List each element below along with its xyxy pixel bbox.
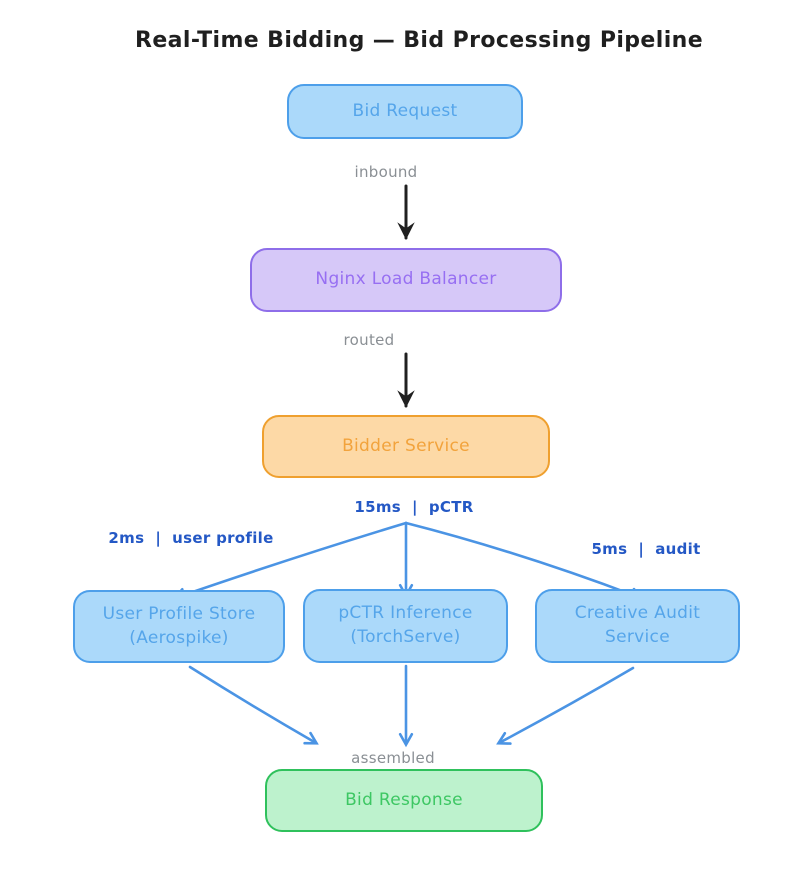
diagram-title: Real-Time Bidding — Bid Processing Pipel… [134, 28, 704, 53]
node-nginx-load-balancer-label: Nginx Load Balancer [315, 269, 497, 290]
node-pctr-inference: pCTR Inference (TorchServe) [303, 589, 508, 663]
node-pctr-inference-label: pCTR Inference (TorchServe) [338, 603, 473, 647]
node-creative-audit-service: Creative Audit Service [535, 589, 740, 663]
edge-label-inbound: inbound [354, 163, 418, 181]
edge-label-audit-timing: 5ms | audit [591, 540, 701, 558]
edge-label-pctr-timing: 15ms | pCTR [354, 498, 474, 516]
node-bidder-service: Bidder Service [262, 415, 550, 478]
edge-label-routed: routed [343, 331, 395, 349]
node-user-profile-store-label: User Profile Store (Aerospike) [102, 603, 256, 648]
edge-bidder-to-user-profile-store [175, 521, 408, 598]
node-bid-request: Bid Request [287, 84, 523, 139]
edge-user-profile-store-to-bid-response [188, 665, 316, 743]
node-bid-response: Bid Response [265, 769, 543, 832]
node-creative-audit-service-label: Creative Audit Service [574, 603, 701, 647]
node-bid-response-label: Bid Response [345, 789, 463, 810]
node-bid-request-label: Bid Request [352, 100, 458, 121]
blue-arrows-group [175, 521, 641, 744]
node-nginx-load-balancer: Nginx Load Balancer [250, 248, 562, 312]
edge-label-user-profile-timing: 2ms | user profile [108, 529, 274, 547]
edge-creative-audit-to-bid-response [499, 666, 635, 743]
edge-bidder-to-creative-audit [404, 521, 641, 598]
node-bidder-service-label: Bidder Service [342, 435, 470, 456]
node-user-profile-store: User Profile Store (Aerospike) [73, 590, 285, 663]
edge-label-assembled: assembled [351, 749, 435, 767]
